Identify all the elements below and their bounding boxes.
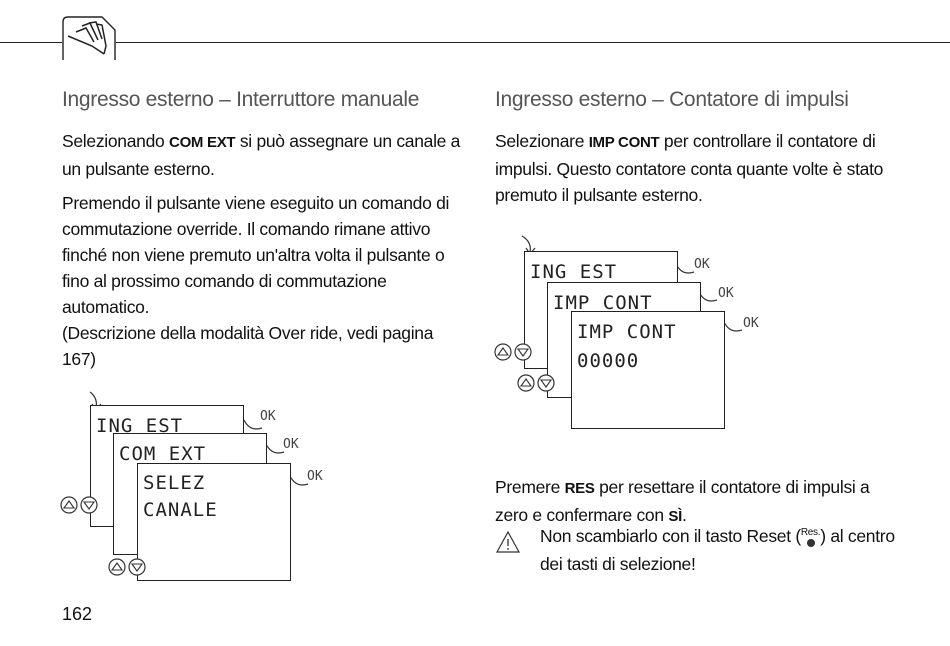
si-keyword: SÌ	[668, 508, 682, 525]
left-paragraph-3: (Descrizione della modalità Over ride, v…	[62, 323, 434, 369]
ok-label-2: OK	[283, 437, 299, 452]
res-keyword: RES	[564, 480, 595, 497]
up-down-buttons-2	[108, 558, 146, 576]
ok-label-3: OK	[307, 469, 323, 484]
ok-label-5: OK	[718, 286, 734, 301]
hand-icon	[62, 16, 116, 60]
up-down-buttons-1	[60, 496, 98, 514]
up-down-buttons-3	[494, 343, 532, 361]
right-reset-block: Premere RES per resettare il contatore d…	[495, 474, 895, 538]
ok-label-1: OK	[260, 409, 276, 424]
left-column: Ingresso esterno – Interruttore manuale …	[62, 86, 462, 380]
right-column: Ingresso esterno – Contatore di impulsi …	[495, 86, 895, 216]
left-paragraph-1: Selezionando COM EXT si può assegnare un…	[62, 131, 461, 179]
right-paragraph-1: Selezionare IMP CONT per controllare il …	[495, 131, 884, 205]
page-number: 162	[62, 604, 93, 624]
ok-label-4: OK	[694, 257, 710, 272]
up-down-buttons-4	[517, 374, 555, 392]
com-ext-keyword: COM EXT	[169, 134, 236, 151]
reset-key-icon: Res.	[801, 527, 821, 547]
ok-label-6: OK	[743, 316, 759, 331]
right-heading: Ingresso esterno – Contatore di impulsi	[495, 88, 849, 111]
right-paragraph-2: Premere RES per resettare il contatore d…	[495, 477, 870, 525]
warning-icon	[495, 530, 521, 553]
warning-text: Non scambiarlo con il tasto Reset (Res.)…	[540, 526, 895, 574]
imp-cont-keyword: IMP CONT	[588, 134, 660, 151]
left-paragraph-2: Premendo il pulsante viene eseguito un c…	[62, 193, 450, 317]
top-rule	[0, 42, 950, 43]
left-heading: Ingresso esterno – Interruttore manuale	[62, 88, 420, 111]
